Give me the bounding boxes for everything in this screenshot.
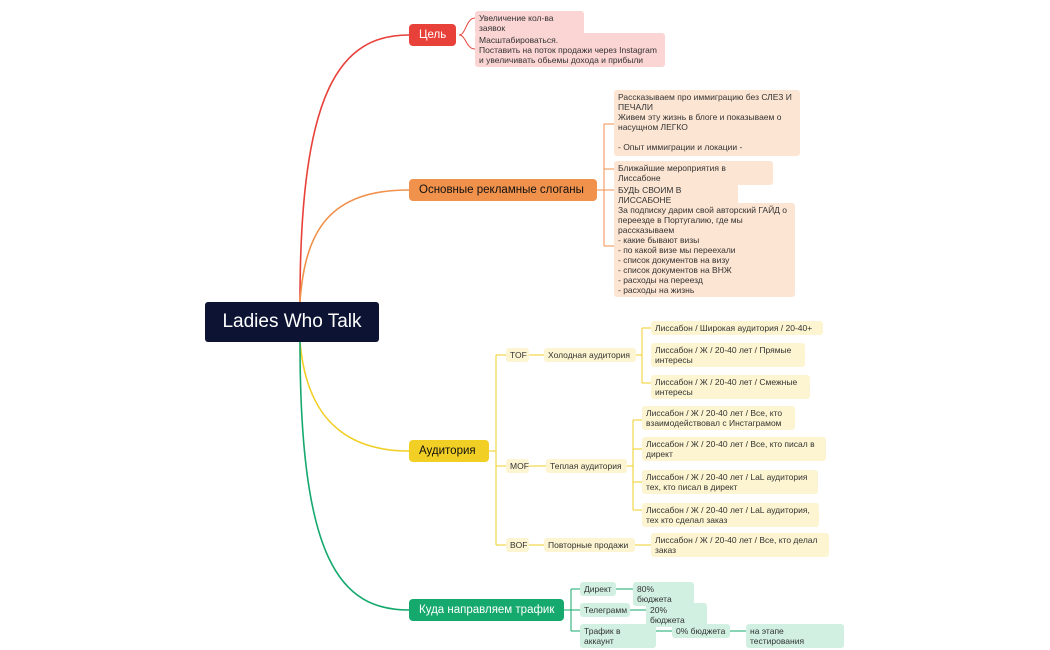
funnel-mof[interactable]: MOF (506, 459, 529, 473)
traffic-budget-account[interactable]: 0% бюджета (672, 624, 730, 638)
segment-repeat[interactable]: Повторные продажи (544, 538, 635, 552)
edge-root-traffic (299, 341, 410, 611)
tof-item-1[interactable]: Лиссабон / Широкая аудитория / 20-40+ (651, 321, 823, 335)
traffic-budget-telegram[interactable]: 20% бюджета (646, 603, 707, 627)
slogan-item-1[interactable]: Рассказываем про иммиграцию без СЛЕЗ И П… (614, 90, 800, 156)
branch-goal[interactable]: Цель (409, 24, 457, 46)
segment-cold[interactable]: Холодная аудитория (544, 348, 636, 362)
traffic-channel-direct[interactable]: Директ (580, 582, 616, 596)
edge-root-slogans (299, 189, 410, 303)
edge-root-audience (299, 341, 410, 452)
slogan-item-2[interactable]: Ближайшие мероприятия в Лиссабоне (614, 161, 773, 185)
tof-item-3[interactable]: Лиссабон / Ж / 20-40 лет / Смежные интер… (651, 375, 810, 399)
funnel-bof[interactable]: BOF (506, 538, 529, 552)
slogan-item-4[interactable]: За подписку дарим свой авторский ГАЙД о … (614, 203, 795, 297)
edge-root-goal (299, 34, 410, 303)
goal-item-2[interactable]: Масштабироваться. Поставить на поток про… (475, 33, 665, 67)
mof-item-3[interactable]: Лиссабон / Ж / 20-40 лет / LaL аудитория… (642, 470, 818, 494)
slogan-connectors (597, 123, 614, 247)
traffic-note-account[interactable]: на этапе тестирования (746, 624, 844, 648)
goal-item-1[interactable]: Увеличение кол-ва заявок (475, 11, 584, 35)
mof-item-4[interactable]: Лиссабон / Ж / 20-40 лет / LaL аудитория… (642, 503, 819, 527)
segment-warm[interactable]: Теплая аудитория (546, 459, 627, 473)
goal-connectors (458, 17, 476, 50)
mof-item-2[interactable]: Лиссабон / Ж / 20-40 лет / Все, кто писа… (642, 437, 826, 461)
traffic-budget-direct[interactable]: 80% бюджета (633, 582, 694, 606)
bof-item-1[interactable]: Лиссабон / Ж / 20-40 лет / Все, кто дела… (651, 533, 829, 557)
root-topic[interactable]: Ladies Who Talk (205, 302, 379, 342)
traffic-connectors (564, 588, 746, 632)
mof-item-1[interactable]: Лиссабон / Ж / 20-40 лет / Все, кто взаи… (642, 406, 795, 430)
audience-connectors (489, 327, 651, 546)
traffic-channel-telegram[interactable]: Телеграмм (580, 603, 630, 617)
tof-item-2[interactable]: Лиссабон / Ж / 20-40 лет / Прямые интере… (651, 343, 805, 367)
branch-traffic[interactable]: Куда направляем трафик (409, 599, 564, 621)
traffic-channel-account[interactable]: Трафик в аккаунт (580, 624, 656, 648)
branch-audience[interactable]: Аудитория (409, 440, 489, 462)
branch-slogans[interactable]: Основные рекламные слоганы (409, 179, 597, 201)
funnel-tof[interactable]: TOF (506, 348, 529, 362)
